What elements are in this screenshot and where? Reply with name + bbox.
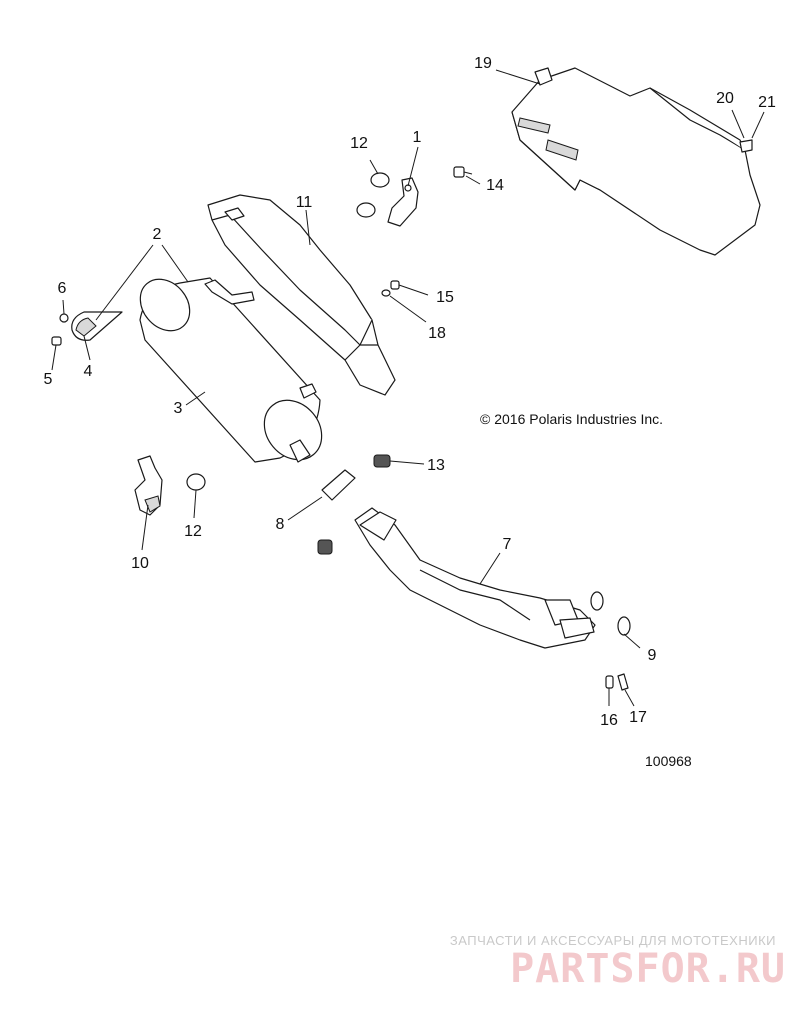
callout-15: 15 [436,289,454,306]
callout-21: 21 [758,94,776,111]
callout-7: 7 [503,536,512,553]
callout-12-lower: 12 [184,523,202,540]
callout-19: 19 [474,55,492,72]
copyright-notice: © 2016 Polaris Industries Inc. [480,411,663,427]
bracket-1 [387,177,419,227]
callout-2: 2 [153,226,162,243]
muffler [139,277,323,463]
callout-4: 4 [84,363,93,380]
callout-20: 20 [716,90,734,107]
grommet-lower [186,473,206,491]
fastener-6 [59,313,69,323]
bolt-15 [390,280,400,290]
grommet-upper [356,172,390,218]
callout-11: 11 [296,194,313,211]
end-cap [71,311,123,341]
watermark-brand: PARTSFOR.RU [510,946,786,992]
header-pipe [354,507,596,649]
watermark-tagline: ЗАПЧАСТИ И АКСЕССУАРЫ ДЛЯ МОТОТЕХНИКИ [450,933,776,948]
bracket-10 [134,455,163,516]
callout-17: 17 [629,709,647,726]
callout-14: 14 [486,177,504,194]
callout-1: 1 [413,129,422,146]
heat-shield-upper [511,67,761,256]
callout-13: 13 [427,457,445,474]
gasket-9 [590,591,631,636]
spring-lower [317,539,333,555]
spring-18 [381,289,391,297]
callout-10: 10 [131,555,149,572]
heat-shield-middle [207,194,396,396]
reference-number: 100968 [645,753,692,769]
callout-9: 9 [648,647,657,664]
bolt-14 [453,166,473,178]
callout-18: 18 [428,325,446,342]
callout-16: 16 [600,712,618,729]
sleeve-8 [321,469,356,501]
spring-13 [373,454,391,468]
callout-3: 3 [174,400,183,417]
callout-12-upper: 12 [350,135,368,152]
callout-8: 8 [276,516,285,533]
callout-6: 6 [58,280,67,297]
clip-17 [617,673,629,691]
callout-5: 5 [44,371,53,388]
clip-16 [605,675,614,689]
fastener-5 [51,336,62,346]
leader-lines [51,69,765,707]
